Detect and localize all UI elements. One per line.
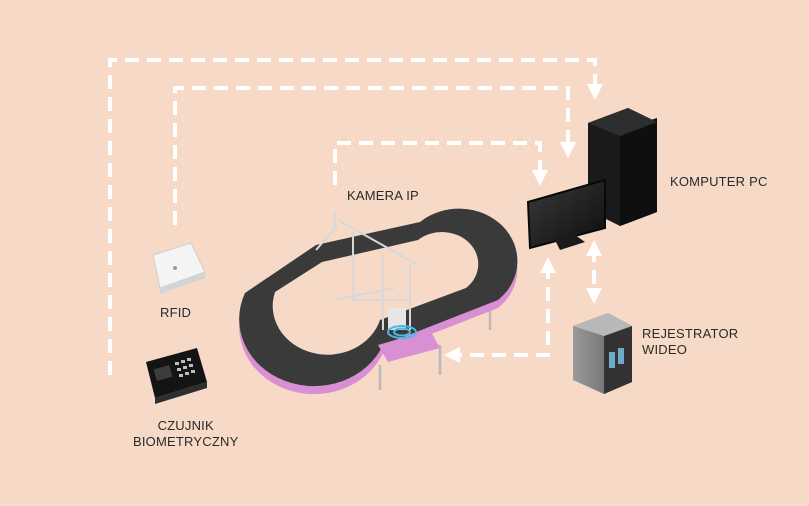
conveyor-track: [239, 208, 518, 395]
label-czujnik-line-1: CZUJNIK: [157, 418, 214, 433]
computer-icon: [526, 108, 657, 250]
connector-lines: [108, 58, 603, 375]
connector-rfid-pc: [173, 86, 576, 225]
label-kamera-ip: KAMERA IP: [347, 188, 419, 203]
biometric-sensor-icon: [146, 348, 207, 404]
connector-kamera-pc: [333, 141, 548, 186]
connector-czujnik-pc: [108, 58, 603, 375]
label-czujnik-biometryczny: CZUJNIK BIOMETRYCZNY: [133, 418, 238, 450]
label-rfid: RFID: [160, 305, 192, 320]
label-czujnik-line-2: BIOMETRYCZNY: [133, 434, 239, 449]
label-rejestrator-wideo: REJESTRATOR WIDEO: [642, 326, 738, 358]
rfid-device-icon: [152, 242, 206, 294]
label-rejestrator-line-1: REJESTRATOR: [642, 326, 739, 341]
label-komputer-pc: KOMPUTER PC: [670, 174, 768, 189]
monitor-icon: [526, 178, 606, 250]
connector-pc-kamera-base: [444, 257, 556, 363]
video-recorder-icon: [573, 313, 632, 394]
label-rejestrator-line-2: WIDEO: [642, 342, 688, 357]
